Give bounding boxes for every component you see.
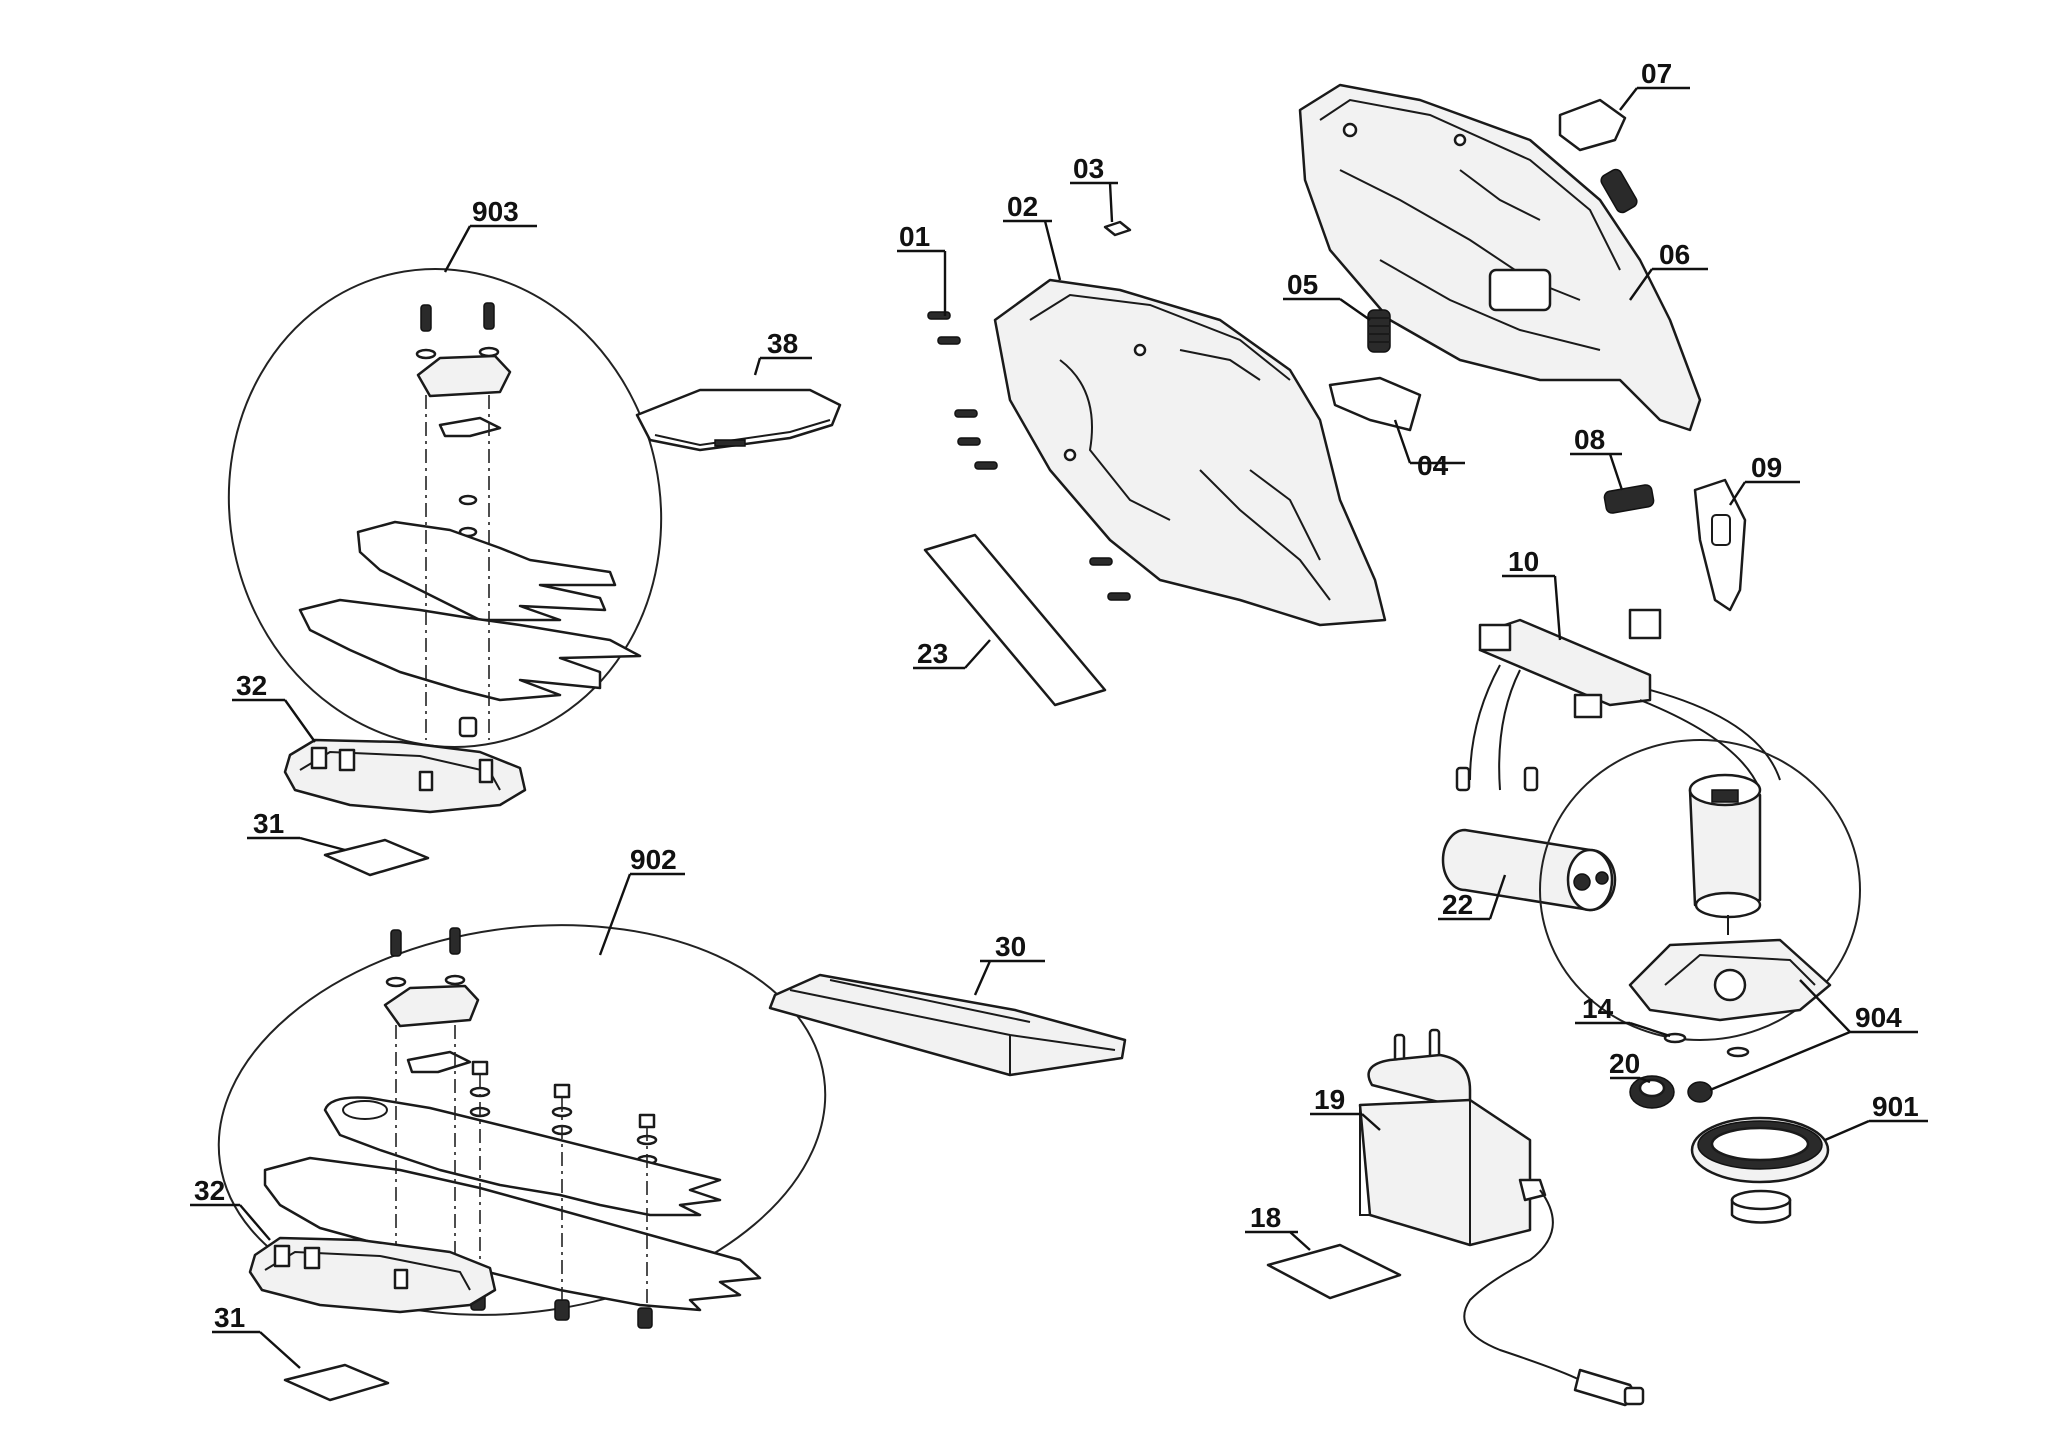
assembly-902 bbox=[217, 924, 827, 1329]
label-31-bottom: 31 bbox=[214, 1302, 245, 1333]
blade-guard-30 bbox=[768, 973, 1127, 1077]
label-sheet-18 bbox=[1266, 1243, 1402, 1300]
washers-903 bbox=[458, 494, 478, 538]
charger-19 bbox=[1358, 1028, 1645, 1407]
label-32-bottom: 32 bbox=[194, 1175, 225, 1206]
screws-902 bbox=[385, 927, 466, 988]
label-01: 01 bbox=[899, 221, 930, 252]
label-23: 23 bbox=[917, 638, 948, 669]
lower-long-blade-902 bbox=[263, 1156, 762, 1312]
spacer-903 bbox=[458, 716, 478, 738]
label-30: 30 bbox=[995, 931, 1026, 962]
detail-circle-904 bbox=[1539, 739, 1861, 1041]
detail-circle-903 bbox=[227, 268, 663, 748]
gears-20 bbox=[1629, 1075, 1713, 1109]
upper-long-blade-902 bbox=[323, 1096, 722, 1217]
blade-guide-903 bbox=[438, 416, 502, 438]
label-902: 902 bbox=[630, 844, 677, 875]
label-20: 20 bbox=[1609, 1048, 1640, 1079]
label-904: 904 bbox=[1855, 1002, 1902, 1033]
label-06: 06 bbox=[1659, 239, 1690, 270]
label-sheet-23 bbox=[923, 533, 1107, 707]
spring-08 bbox=[1603, 484, 1655, 514]
label-901: 901 bbox=[1872, 1091, 1919, 1122]
spring-05 bbox=[1367, 309, 1391, 353]
screws-903 bbox=[415, 302, 500, 360]
label-03: 03 bbox=[1073, 153, 1104, 184]
label-09: 09 bbox=[1751, 452, 1782, 483]
label-903: 903 bbox=[472, 196, 519, 227]
leader-lines bbox=[190, 86, 1928, 1369]
housing-half-06 bbox=[1298, 83, 1702, 432]
circuit-board-10 bbox=[1469, 608, 1781, 791]
lock-button-07 bbox=[1558, 98, 1627, 152]
center-lines-903 bbox=[425, 395, 490, 740]
spring-07 bbox=[1600, 168, 1638, 214]
label-19: 19 bbox=[1314, 1084, 1345, 1115]
label-08: 08 bbox=[1574, 424, 1605, 455]
label-18: 18 bbox=[1250, 1202, 1281, 1233]
assembly-904 bbox=[1455, 739, 1861, 1041]
label-07: 07 bbox=[1641, 58, 1672, 89]
battery-22 bbox=[1441, 828, 1617, 912]
washers-14 bbox=[1663, 1032, 1750, 1058]
screw-03 bbox=[1103, 220, 1132, 237]
blade-housing-32-bottom bbox=[248, 1236, 497, 1314]
label-31-top: 31 bbox=[253, 808, 284, 839]
blade-housing-32-top bbox=[283, 738, 527, 814]
lower-blade-903 bbox=[298, 598, 642, 702]
cover-plate-38 bbox=[635, 388, 842, 452]
part-labels: 903 38 32 31 902 32 31 01 02 03 04 05 06… bbox=[194, 58, 1919, 1333]
upper-blade-903 bbox=[356, 520, 617, 622]
label-05: 05 bbox=[1287, 269, 1318, 300]
assembly-903 bbox=[227, 268, 663, 748]
housing-half-02 bbox=[993, 278, 1387, 627]
label-04: 04 bbox=[1417, 450, 1449, 481]
label-02: 02 bbox=[1007, 191, 1038, 222]
label-sheet-31-bottom bbox=[283, 1363, 390, 1402]
label-38: 38 bbox=[767, 328, 798, 359]
blade-clamp-902 bbox=[383, 984, 480, 1028]
label-22: 22 bbox=[1442, 889, 1473, 920]
label-sheet-31-top bbox=[323, 838, 430, 877]
motor-904 bbox=[1688, 773, 1762, 935]
detail-circle-902 bbox=[217, 924, 827, 1316]
gearbox-plate-904 bbox=[1628, 938, 1832, 1022]
blade-guide-902 bbox=[406, 1050, 472, 1074]
blade-clamp-903 bbox=[416, 354, 512, 398]
label-10: 10 bbox=[1508, 546, 1539, 577]
large-gear-901 bbox=[1690, 1116, 1830, 1224]
label-32-top: 32 bbox=[236, 670, 267, 701]
label-14: 14 bbox=[1582, 993, 1614, 1024]
switch-slider-04 bbox=[1328, 376, 1422, 432]
